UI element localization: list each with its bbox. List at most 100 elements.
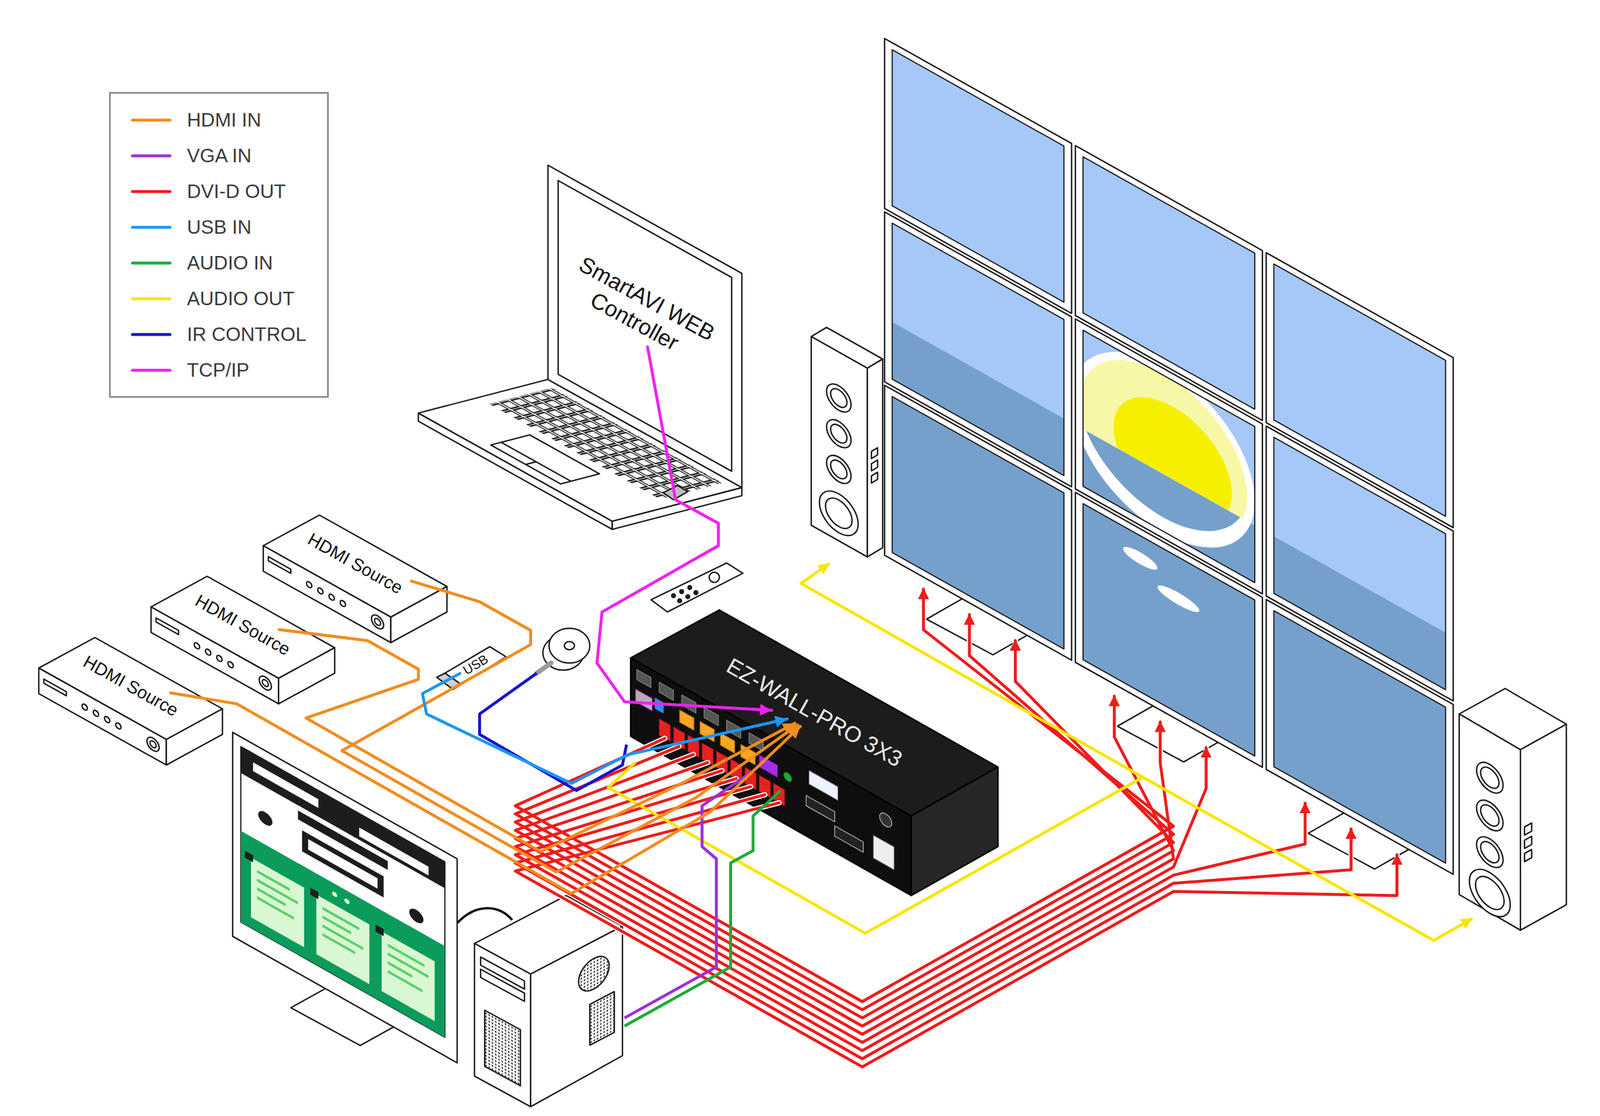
pc-tower (578, 948, 615, 1052)
remote-control (679, 590, 684, 594)
legend-swatch (132, 297, 170, 301)
legend-label: TCP/IP (186, 359, 250, 382)
wall-picture (1077, 316, 1249, 566)
pc-tower (578, 950, 609, 998)
dvi-cable (515, 589, 1397, 1068)
video-wall (1274, 610, 1446, 864)
dvi-cable (515, 640, 1174, 1019)
video-cable (457, 908, 513, 924)
speaker (1524, 823, 1532, 863)
desktop-monitor (332, 890, 338, 899)
speaker (1480, 801, 1499, 831)
speaker (871, 447, 878, 459)
dvi-cable (515, 640, 1174, 1019)
pc-tower (589, 992, 615, 1046)
speaker (871, 447, 878, 483)
speaker (830, 421, 847, 448)
video-wall (892, 49, 1064, 303)
legend-label: AUDIO IN (186, 252, 274, 275)
video-wall-controller: EZ-WALL-PRO 3X3 (712, 645, 917, 781)
wall-controller-body (834, 826, 864, 853)
speaker (1476, 831, 1503, 874)
wall-controller-body (635, 689, 653, 712)
legend-swatch-box (130, 331, 172, 339)
speaker (1524, 823, 1532, 836)
video-wall (1274, 437, 1446, 690)
node-text: EZ-WALL-PRO 3X3 (722, 653, 907, 773)
desktop-monitor (322, 933, 356, 955)
remote-control (671, 594, 676, 598)
remote-control (651, 563, 744, 613)
speaker (1480, 763, 1499, 793)
wall-controller-body (873, 835, 894, 870)
audio-out-cable (608, 564, 1143, 934)
desktop-monitor (322, 916, 352, 935)
wall-controller-body (809, 771, 839, 801)
pc-tower (474, 896, 623, 1108)
speaker (1469, 860, 1511, 926)
legend-row: USB IN (130, 209, 310, 245)
dvi-cable (515, 787, 1306, 1051)
laptop (490, 434, 599, 485)
desktop-monitor (257, 896, 295, 921)
legend-swatch (132, 261, 170, 265)
legend-label: IR CONTROL (186, 323, 307, 346)
speaker (1469, 753, 1511, 927)
speaker (871, 472, 878, 483)
pc-tower (484, 1010, 521, 1087)
node-text: SmartAVI WEB Controller (553, 246, 728, 374)
wall-controller-body (783, 770, 792, 784)
speaker (826, 414, 851, 454)
legend-swatch-box (130, 116, 172, 124)
remote-control (651, 563, 744, 613)
speaker (1524, 836, 1532, 850)
laptop (547, 165, 742, 488)
wall-picture (1071, 316, 1255, 585)
speaker (811, 327, 883, 558)
desktop-monitor (244, 850, 254, 863)
ir-sensor (564, 641, 575, 650)
legend-label: AUDIO OUT (186, 287, 295, 311)
video-wall (1083, 504, 1255, 757)
pc-tower (480, 957, 525, 1089)
wall-controller-body (630, 610, 999, 897)
dvi-cable (515, 696, 1174, 1027)
desktop-monitor (240, 831, 445, 1038)
node-text: USB (460, 652, 490, 678)
wall-controller-body (911, 767, 999, 896)
legend-swatch-box (130, 223, 172, 231)
remote-control (685, 594, 690, 599)
laptop (418, 165, 742, 530)
desktop-monitor (381, 931, 435, 1022)
legend-swatch (132, 368, 170, 372)
speaker (1459, 714, 1521, 931)
hdmi-source-box: HDMI Source (76, 649, 185, 724)
legend-swatch (132, 332, 170, 336)
audio-in-cable (624, 790, 781, 1027)
speaker (826, 450, 851, 489)
desktop-monitor (387, 970, 423, 993)
desktop-monitor (409, 906, 424, 927)
desktop-monitor (375, 924, 384, 937)
speaker (825, 492, 853, 535)
hdmi-source-box: HDMI Source (189, 588, 297, 662)
speaker (1475, 870, 1505, 917)
ir-cable (479, 673, 627, 791)
legend-box: HDMI INVGA INDVI-D OUTUSB INAUDIO INAUDI… (109, 92, 329, 398)
ir-sensor (536, 663, 551, 674)
speaker (830, 457, 847, 483)
legend-swatch-box (130, 188, 172, 196)
laptop (525, 461, 537, 465)
desktop-monitor (232, 732, 458, 1064)
audio-out-cable (1142, 777, 1472, 942)
speaker (871, 460, 878, 471)
node-text: HDMI Source (304, 529, 407, 599)
wall-controller-body (679, 710, 694, 731)
legend-swatch (132, 154, 170, 158)
legend-row: AUDIO OUT (130, 280, 310, 317)
desktop-monitor (310, 887, 319, 900)
dvi-cable (515, 802, 1397, 1068)
legend-swatch (132, 189, 170, 193)
remote-control (693, 590, 698, 595)
